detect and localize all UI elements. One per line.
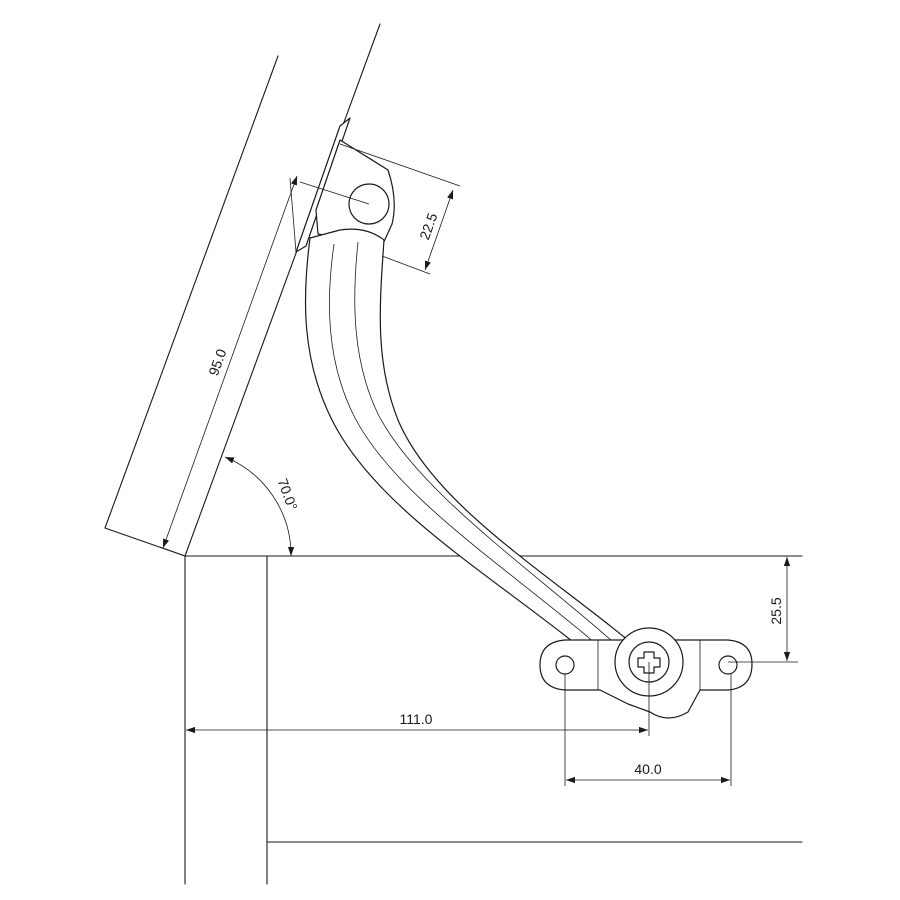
dim-label-base-height: 25.5 (768, 597, 784, 624)
base-bracket (539, 627, 753, 719)
lid-outer-edge (104, 55, 279, 529)
cabinet-body (184, 555, 803, 885)
right-mounting-hole (718, 655, 738, 675)
left-mounting-hole (555, 655, 575, 675)
dim-label-horizontal-reach: 111.0 (400, 711, 433, 727)
dimension-base-height: 25.5 (728, 557, 798, 663)
dimension-hole-spacing: 40.0 (564, 674, 732, 786)
dimension-top-bracket: 22.5 (299, 143, 461, 275)
ext-line (289, 177, 297, 253)
stay-arm-outer (304, 228, 655, 689)
ext-line (159, 546, 186, 557)
dimension-opening-angle: 70.0° (224, 456, 301, 557)
dim-line (162, 175, 298, 549)
dimension-lid-length: 95.0 (159, 175, 298, 557)
stay-arm (304, 228, 655, 689)
angle-arc (224, 456, 295, 557)
ext-line (381, 255, 431, 275)
ext-line (339, 143, 461, 187)
dim-label-hole-spacing: 40.0 (634, 761, 661, 777)
dim-label-opening-angle: 70.0° (275, 476, 301, 512)
lid-mounting-plate (295, 117, 395, 253)
stay-arm-inner-edge-1 (329, 243, 633, 677)
ext-line (299, 181, 370, 205)
dim-line (424, 189, 454, 271)
stay-arm-inner-edge-2 (354, 241, 641, 667)
dimension-horizontal-reach: 111.0 (186, 662, 650, 736)
